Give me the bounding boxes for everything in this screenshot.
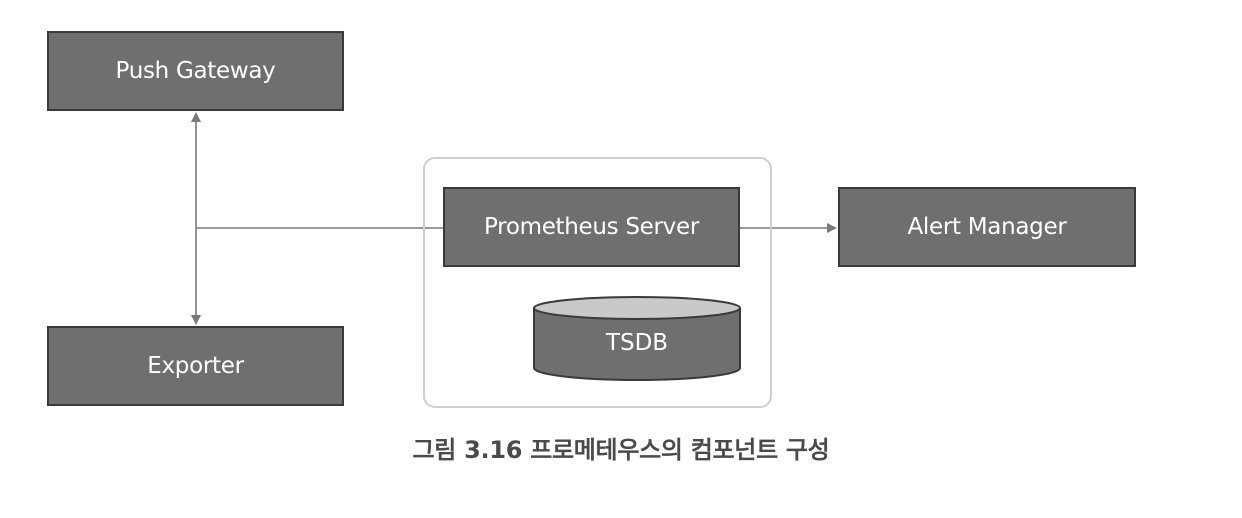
node-tsdb-label: TSDB	[605, 330, 669, 356]
figure-caption: 그림 3.16 프로메테우스의 컴포넌트 구성	[412, 436, 830, 464]
node-label: Prometheus Server	[484, 214, 699, 240]
node-alert-manager: Alert Manager	[838, 187, 1136, 267]
prometheus-group-frame	[423, 157, 772, 408]
node-exporter: Exporter	[47, 326, 344, 406]
node-label: Push Gateway	[115, 58, 276, 84]
node-label: Alert Manager	[907, 214, 1067, 240]
node-prometheus-server: Prometheus Server	[443, 187, 740, 267]
node-push-gateway: Push Gateway	[47, 31, 344, 111]
node-label: Exporter	[147, 353, 244, 379]
tsdb-cylinder-icon	[533, 296, 741, 381]
